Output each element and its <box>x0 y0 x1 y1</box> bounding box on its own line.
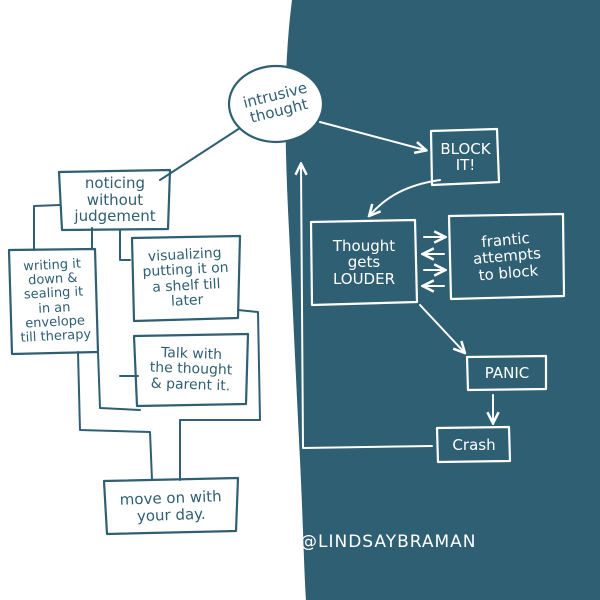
arrow-block-to-louder <box>370 179 441 215</box>
noticing-label: noticing without judgement <box>74 174 156 226</box>
visualizing-label: visualizing putting it on a shelf till l… <box>142 244 229 310</box>
author-handle: @LINDSAYBRAMAN <box>300 532 477 552</box>
arrow-louder-to-panic <box>419 304 464 352</box>
connector-noticing-to-visualizing <box>119 229 131 261</box>
arrow-crash-back-to-thought <box>301 165 433 449</box>
crash-node: Crash <box>438 428 510 462</box>
intrusive-thought-ellipse <box>227 64 325 144</box>
move-on-box <box>102 476 240 536</box>
block-it-box <box>429 127 501 187</box>
frantic-node: frantic attempts to block <box>447 210 568 303</box>
louder-node: Thought gets LOUDER <box>312 221 416 304</box>
connector-visualizing-right <box>179 309 261 481</box>
connector-writing-down <box>77 351 153 481</box>
panic-label: PANIC <box>484 364 530 383</box>
frantic-box <box>447 212 566 301</box>
block-it-label: BLOCK IT! <box>440 139 491 174</box>
louder-label: Thought gets LOUDER <box>332 236 396 288</box>
writing-label: writing it down & sealing it in an envel… <box>20 256 92 346</box>
visualizing-node: visualizing putting it on a shelf till l… <box>131 234 241 322</box>
intrusive-thought-label: intrusive thought <box>241 78 310 127</box>
crash-box <box>435 425 512 464</box>
teal-panel <box>285 0 600 600</box>
talk-box <box>132 332 250 408</box>
block-it-node: BLOCK IT! <box>432 130 499 184</box>
writing-node: writing it down & sealing it in an envel… <box>7 248 100 355</box>
frantic-label: frantic attempts to block <box>472 228 542 285</box>
connector-noticing-to-writing <box>33 204 61 251</box>
talk-node: Talk with the thought & parent it. <box>134 333 248 407</box>
louder-box <box>309 218 419 307</box>
noticing-node: noticing without judgement <box>60 170 170 230</box>
writing-box <box>7 247 100 356</box>
noticing-box <box>57 168 172 232</box>
arrow-thought-to-block <box>319 121 425 150</box>
panic-node: PANIC <box>468 357 546 390</box>
connector-writing-to-talk <box>97 351 141 411</box>
move-on-node: move on with your day. <box>104 478 238 536</box>
crash-label: Crash <box>452 435 496 454</box>
visualizing-box <box>130 234 242 323</box>
panic-box <box>465 354 548 392</box>
move-on-label: move on with your day. <box>119 487 222 525</box>
talk-label: Talk with the thought & parent it. <box>149 344 233 395</box>
connector-thought-to-noticing <box>159 127 241 181</box>
